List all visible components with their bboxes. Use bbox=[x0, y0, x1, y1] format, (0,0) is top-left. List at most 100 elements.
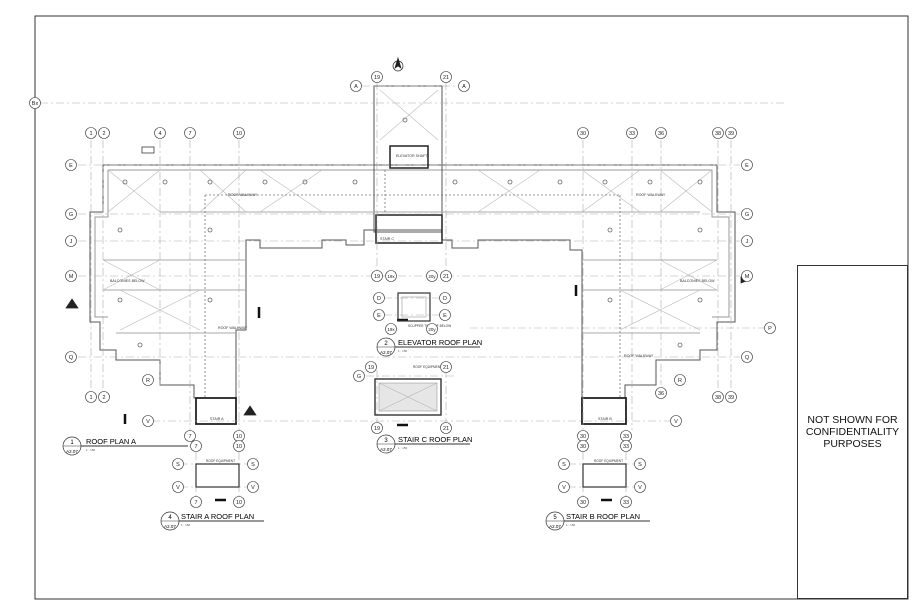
grid-bubble: R bbox=[142, 374, 154, 386]
drain-mark bbox=[207, 297, 213, 303]
roof-equipment-label: ROOF EQUIPMENT bbox=[206, 459, 235, 463]
grid-bubble: 39 bbox=[725, 391, 737, 403]
grid-bubble-label: 30 bbox=[580, 434, 586, 440]
grid-bubble: 2 bbox=[98, 127, 110, 139]
view-sheet-ref: A2.07 bbox=[380, 350, 392, 355]
grid-bubble: 20y bbox=[426, 270, 438, 282]
grid-bubble: 36 bbox=[655, 387, 667, 399]
view-title-3: 3 A2.07 STAIR C ROOF PLAN 1 : 150 bbox=[376, 434, 472, 454]
grid-bubble-label: D bbox=[443, 296, 447, 302]
grid-bubble-label: V bbox=[176, 485, 180, 491]
grid-bubble: D bbox=[439, 292, 451, 304]
grid-bubble: 10 bbox=[233, 440, 245, 452]
grid-bubble: 21 bbox=[440, 361, 452, 373]
view-sheet-ref: A2.07 bbox=[164, 524, 176, 529]
grid-bubble-label: 21 bbox=[443, 365, 449, 371]
grid-bubble: J bbox=[65, 235, 77, 247]
view-title-1: 1 A2.07 ROOF PLAN A 1 : 150 bbox=[62, 436, 188, 456]
slope-line bbox=[379, 89, 439, 141]
drain-mark bbox=[677, 342, 683, 348]
grid-bubble: 1 bbox=[85, 391, 97, 403]
grid-bubble: S bbox=[634, 458, 646, 470]
grid-bubble-label: J bbox=[70, 239, 73, 245]
grid-bubble: 30 bbox=[577, 430, 589, 442]
grid-bubble-label: V bbox=[562, 485, 566, 491]
grid-bubble-label: E bbox=[377, 313, 381, 319]
grid-bubble-label: 2 bbox=[102, 395, 105, 401]
elevator-tower-outline bbox=[373, 85, 443, 233]
grid-bubble: S bbox=[172, 458, 184, 470]
grid-bubble-label: R bbox=[678, 378, 682, 384]
north-arrow-head bbox=[394, 56, 402, 69]
grid-bubble: P bbox=[764, 322, 776, 334]
slope-line bbox=[378, 382, 438, 412]
elevator-shaft-box bbox=[389, 145, 429, 169]
drain-mark bbox=[262, 179, 268, 185]
north-wing-inner-left bbox=[94, 170, 109, 318]
view-sheet-ref: A2.07 bbox=[549, 524, 561, 529]
slope-line bbox=[199, 169, 247, 213]
grid-bubble-label: R bbox=[146, 378, 150, 384]
grid-bubble-label: 38 bbox=[715, 131, 721, 137]
grid-bubble-label: 10 bbox=[236, 131, 242, 137]
grid-bubble-label: 2 bbox=[102, 131, 105, 137]
elevator-roof-plan: SCUPPER TO ROOF BELOW 19 19x 20y 21 19x … bbox=[371, 270, 452, 335]
grid-bubble-label: 30 bbox=[580, 500, 586, 506]
roof-drains bbox=[117, 117, 703, 348]
slope-line bbox=[619, 289, 701, 331]
grid-bubble: 30 bbox=[577, 440, 589, 452]
elevator-shaft-label: ELEVATOR SHAFT bbox=[396, 154, 428, 158]
slope-line bbox=[259, 169, 323, 213]
grid-bubble-label: 33 bbox=[623, 434, 629, 440]
view-sheet-ref: A2.07 bbox=[380, 447, 392, 452]
grid-bubble: 7 bbox=[184, 430, 196, 442]
roof-walkways bbox=[204, 170, 621, 398]
roof-walkway-label-1: ROOF WALKWAY bbox=[228, 193, 258, 197]
grid-bubble: 10 bbox=[233, 496, 245, 508]
grid-bubble: G bbox=[741, 208, 753, 220]
view-scale: 1 : 150 bbox=[566, 523, 576, 527]
grid-bubble: D bbox=[373, 292, 385, 304]
north-wing-outline bbox=[89, 164, 736, 399]
grid-bubble-label: V bbox=[146, 419, 150, 425]
grid-bubble: 7 bbox=[184, 127, 196, 139]
grid-bubble: 19 bbox=[371, 270, 383, 282]
grid-bubble-label: 19 bbox=[374, 426, 380, 432]
drain-mark bbox=[117, 227, 123, 233]
balconies-below-label-2: BALCONIES BELOW bbox=[680, 279, 715, 283]
grid-bubble-label: V bbox=[638, 485, 642, 491]
grid-bubble-label: 19x bbox=[387, 274, 395, 279]
grid-bubble-label: 7 bbox=[188, 434, 191, 440]
view-title-4: 4 A2.07 STAIR A ROOF PLAN 1 : 150 bbox=[160, 511, 264, 531]
north-arrow-icon bbox=[141, 146, 155, 154]
grid-bubble: 7 bbox=[190, 440, 202, 452]
grid-bubble-label: 10 bbox=[236, 500, 242, 506]
view-title: ELEVATOR ROOF PLAN bbox=[398, 338, 482, 347]
grid-bubble-label: G bbox=[745, 212, 749, 218]
drain-mark bbox=[697, 179, 703, 185]
grid-bubble-label: 21 bbox=[443, 274, 449, 280]
grid-bubble: E bbox=[373, 309, 385, 321]
slope-line bbox=[119, 289, 201, 331]
grid-bubble: Q bbox=[741, 351, 753, 363]
grid-bubble-label: G bbox=[69, 212, 73, 218]
grid-bubble: 10 bbox=[233, 127, 245, 139]
drain-mark bbox=[507, 179, 513, 185]
view-title: STAIR A ROOF PLAN bbox=[181, 512, 254, 521]
grid-bubble: A bbox=[458, 80, 470, 92]
grid-bubble: V bbox=[172, 481, 184, 493]
grid-bubble-label: M bbox=[69, 274, 74, 280]
grid-bubble: 1 bbox=[85, 127, 97, 139]
stair-c-roof-outline bbox=[374, 378, 442, 416]
grid-bubble: G bbox=[353, 370, 365, 382]
grid-bubble: 19x bbox=[385, 323, 397, 335]
grid-bubble-label: 21 bbox=[443, 75, 449, 81]
north-arrow-icon bbox=[65, 298, 79, 309]
view-scale: 1 : 150 bbox=[181, 523, 191, 527]
grid-bubble-label: 39 bbox=[728, 131, 734, 137]
drain-mark bbox=[162, 179, 168, 185]
grid-bubble-label: 7 bbox=[188, 131, 191, 137]
grid-bubble: 4 bbox=[154, 127, 166, 139]
grid-bubble: 7 bbox=[190, 496, 202, 508]
grid-bubble-label: S bbox=[638, 462, 642, 468]
